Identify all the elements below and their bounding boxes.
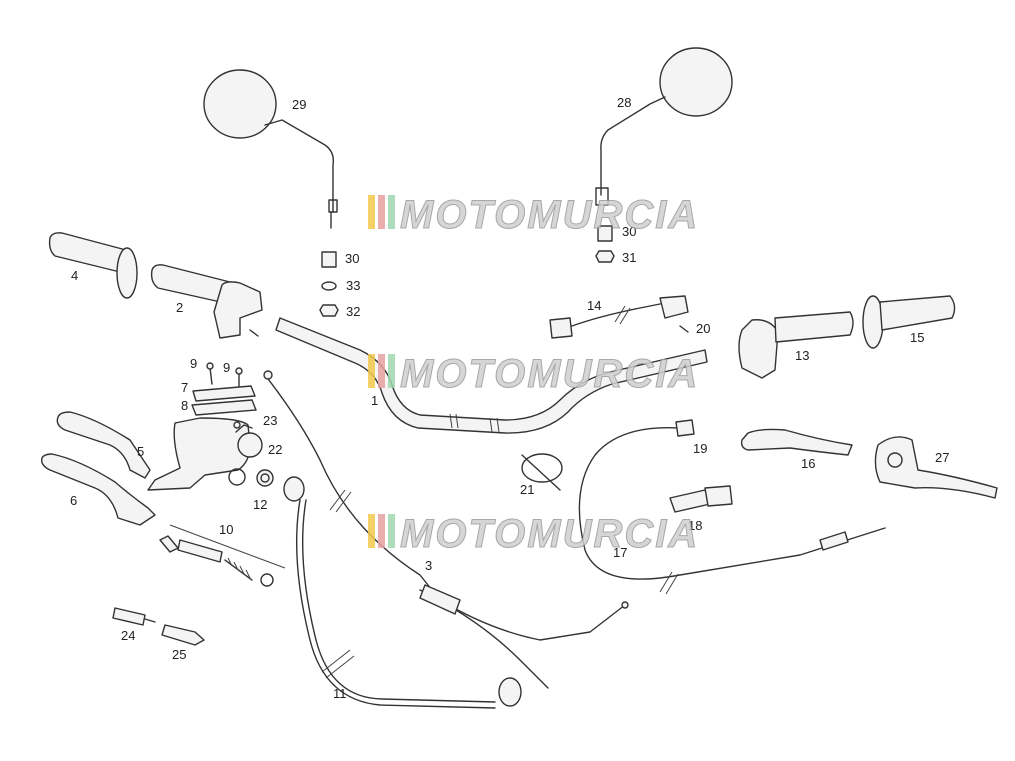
callout-14: 14 [587, 298, 601, 313]
handlebar [275, 317, 708, 434]
watermark-text: MOTOMURCIA [400, 512, 699, 556]
callout-20: 20 [696, 321, 710, 336]
brake-hose [295, 499, 522, 709]
watermark-top: MOTOMURCIA [368, 193, 699, 238]
callout-8: 8 [181, 398, 188, 413]
piston-kit [159, 524, 286, 587]
lever-27 [874, 436, 998, 499]
watermark-text: MOTOMURCIA [400, 352, 699, 396]
callout-11: 11 [333, 686, 347, 701]
callout-30b: 30 [622, 224, 636, 239]
master-cylinder-assembly [147, 362, 263, 491]
lever-16 [740, 428, 853, 456]
callout-19: 19 [693, 441, 707, 456]
watermark-middle: MOTOMURCIA [368, 352, 699, 397]
cable-clamp [521, 453, 563, 491]
callout-4: 4 [71, 268, 78, 283]
callout-9a: 9 [190, 356, 197, 371]
left-grip [48, 232, 138, 299]
callout-22: 22 [268, 442, 282, 457]
right-mirror [595, 47, 733, 206]
clutch-cable [578, 419, 886, 595]
part-25 [161, 624, 205, 646]
brake-lever-5 [56, 411, 151, 479]
kill-switch-wiring [549, 295, 689, 339]
callout-31: 31 [622, 250, 636, 265]
callout-6: 6 [70, 493, 77, 508]
right-switch-housing [738, 311, 854, 379]
callout-5: 5 [137, 444, 144, 459]
banjo-fittings [233, 421, 305, 502]
throttle-grip [150, 264, 263, 339]
right-grip [862, 295, 956, 349]
mirror-nut-set-right [595, 225, 615, 263]
callout-15: 15 [910, 330, 924, 345]
clutch-lever-6 [40, 453, 156, 526]
callout-3: 3 [425, 558, 432, 573]
callout-13: 13 [795, 348, 809, 363]
callout-29: 29 [292, 97, 306, 112]
callout-17: 17 [613, 545, 627, 560]
switch-18 [669, 485, 733, 513]
watermark-bottom: MOTOMURCIA [368, 512, 699, 557]
callout-27: 27 [935, 450, 949, 465]
callout-28: 28 [617, 95, 631, 110]
callout-1: 1 [371, 393, 378, 408]
callout-2: 2 [176, 300, 183, 315]
callout-21: 21 [520, 482, 534, 497]
callout-labels: 1 2 3 4 5 6 7 8 9 9 10 11 12 13 14 15 16… [70, 95, 949, 701]
mirror-nut-set-left [319, 251, 339, 317]
callout-10: 10 [219, 522, 233, 537]
watermark-text: MOTOMURCIA [400, 193, 699, 237]
callout-7: 7 [181, 380, 188, 395]
callout-23: 23 [263, 413, 277, 428]
callout-16: 16 [801, 456, 815, 471]
callout-32: 32 [346, 304, 360, 319]
left-mirror [203, 69, 338, 229]
callout-33: 33 [346, 278, 360, 293]
callout-30a: 30 [345, 251, 359, 266]
callout-24: 24 [121, 628, 135, 643]
part-24 [112, 607, 156, 626]
callout-12: 12 [253, 497, 267, 512]
callout-9b: 9 [223, 360, 230, 375]
callout-18: 18 [688, 518, 702, 533]
callout-25: 25 [172, 647, 186, 662]
